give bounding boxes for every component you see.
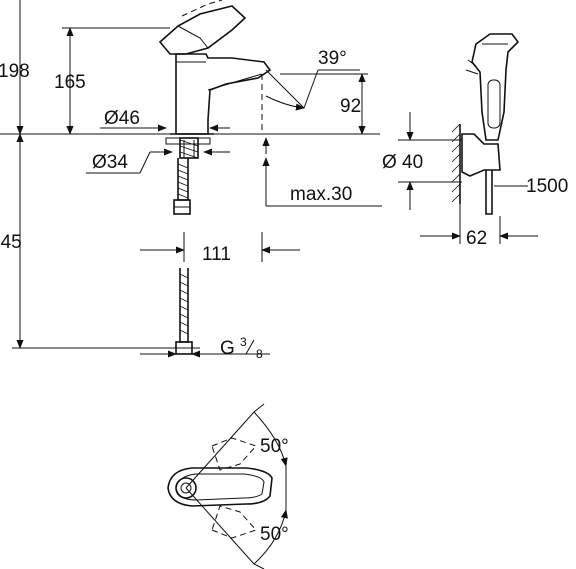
label-spout-height: 165 [54,72,86,93]
label-reach: 111 [202,244,231,265]
label-connection-denominator: 8 [256,347,263,361]
label-total-height: 198 [0,61,30,82]
label-connection-numerator: 3 [240,335,247,349]
label-connection: G [220,338,235,359]
label-aerator-height: 92 [340,96,361,117]
label-hole-diameter: Ø34 [92,152,128,173]
label-swivel-right: 50° [260,524,289,545]
label-swivel-left: 50° [260,436,289,457]
label-max-thickness: max.30 [290,184,352,205]
faucet-top-view [167,403,288,569]
faucet-side-view [158,0,272,355]
hand-shower [398,33,538,244]
label-holder-projection: 62 [466,228,487,249]
dimension-lines [0,0,382,358]
label-hose-length: 1500 [526,176,568,197]
label-holder-diameter: Ø 40 [382,152,423,173]
label-below-height: 545 [0,232,22,253]
dimension-labels: 198 165 39° 92 Ø46 Ø34 max.30 545 111 G … [0,48,568,545]
label-base-diameter: Ø46 [104,108,140,129]
label-spout-angle: 39° [318,48,347,69]
